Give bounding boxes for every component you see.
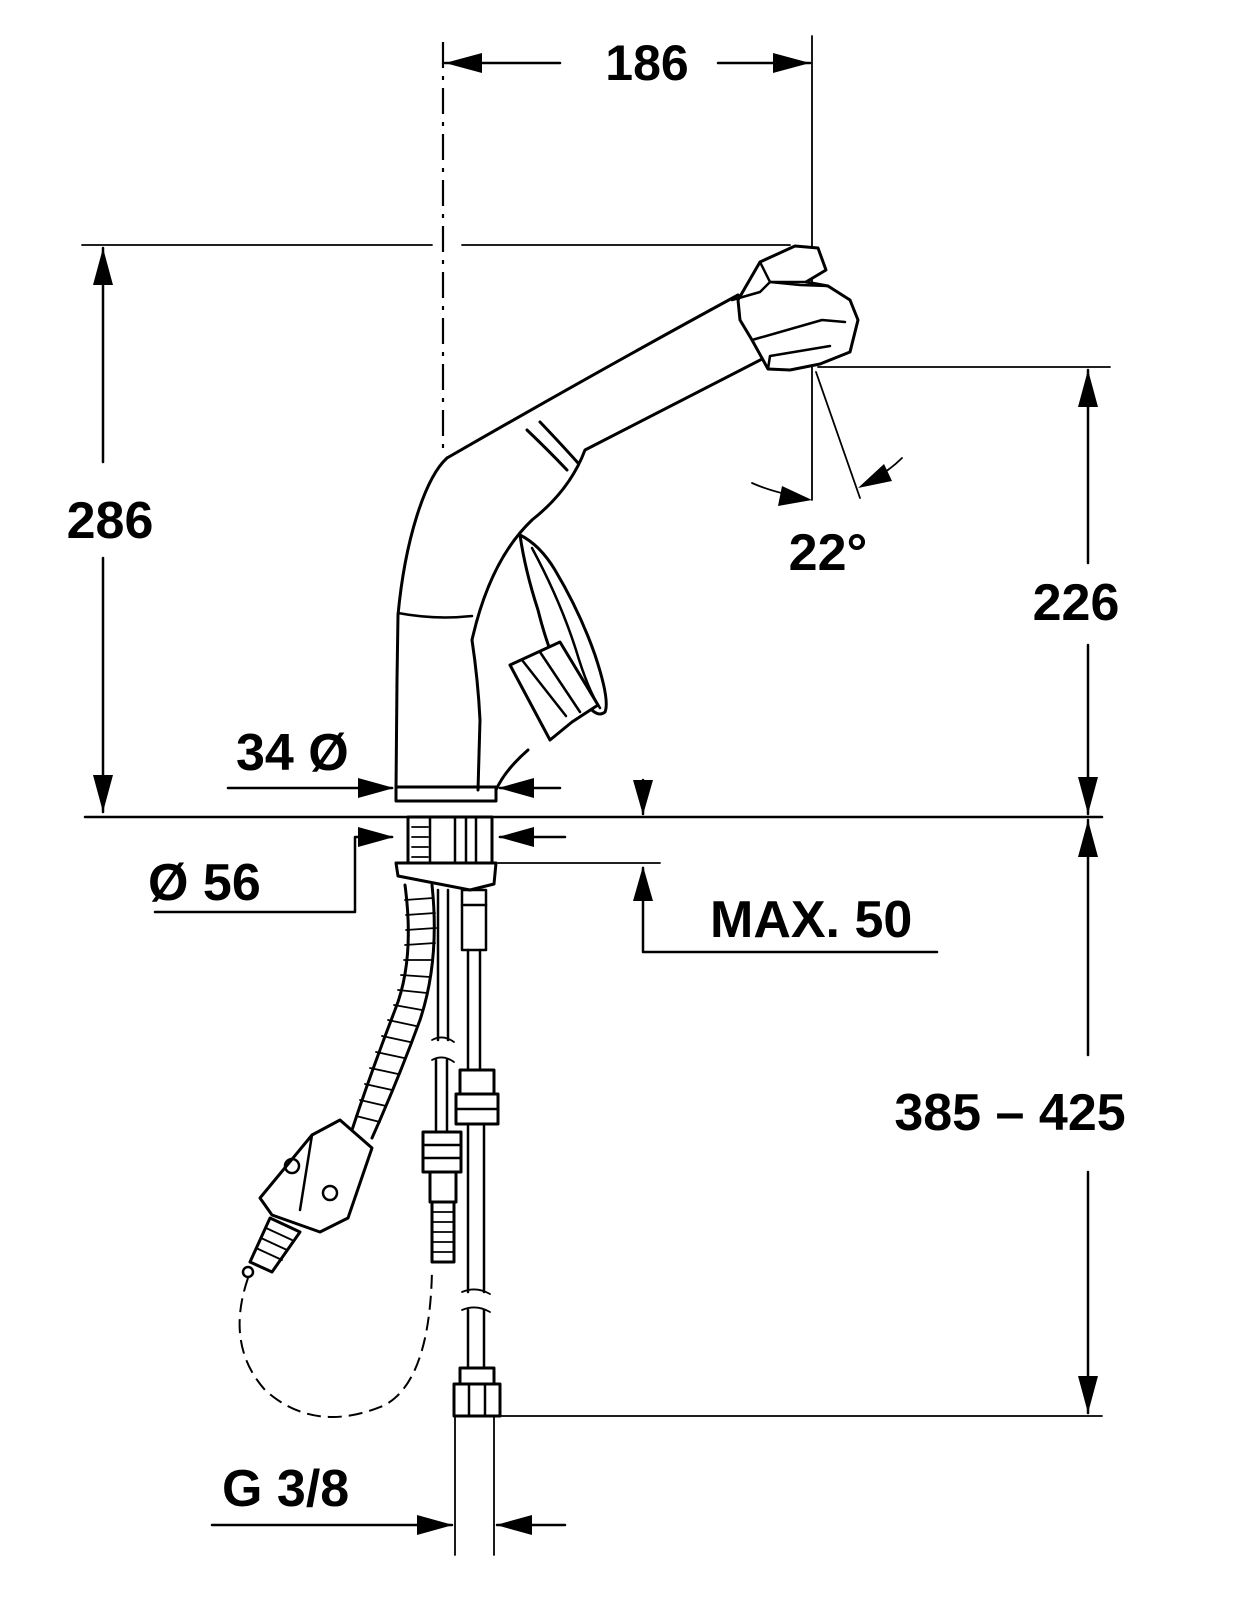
dim-spray-angle: 22° [751,371,903,582]
supply-pipes [421,888,502,1418]
base-section [394,785,498,892]
dim-spout-height: 226 [817,366,1120,816]
dim-label-286: 286 [67,492,154,550]
pull-out-hose [238,883,437,1418]
dim-hole-diameter: 34 Ø [226,724,562,798]
dim-label-56: Ø 56 [148,854,261,912]
dim-label-186: 186 [605,35,688,91]
dim-label-max50: MAX. 50 [710,891,912,949]
dim-label-226: 226 [1033,574,1120,632]
dim-label-34: 34 Ø [236,724,349,782]
dim-total-height: 286 [67,244,791,814]
dim-label-g38: G 3/8 [222,1460,349,1518]
dim-label-22deg: 22° [789,524,868,582]
faucet-outline [394,244,860,792]
dim-max-thickness: MAX. 50 [497,778,939,954]
dim-base-diameter: Ø 56 [148,827,567,914]
dim-connection: G 3/8 [210,1415,567,1556]
dim-top-width: 186 [443,35,813,501]
dim-label-385-425: 385 – 425 [894,1084,1125,1142]
dim-below-deck: 385 – 425 [477,818,1126,1417]
